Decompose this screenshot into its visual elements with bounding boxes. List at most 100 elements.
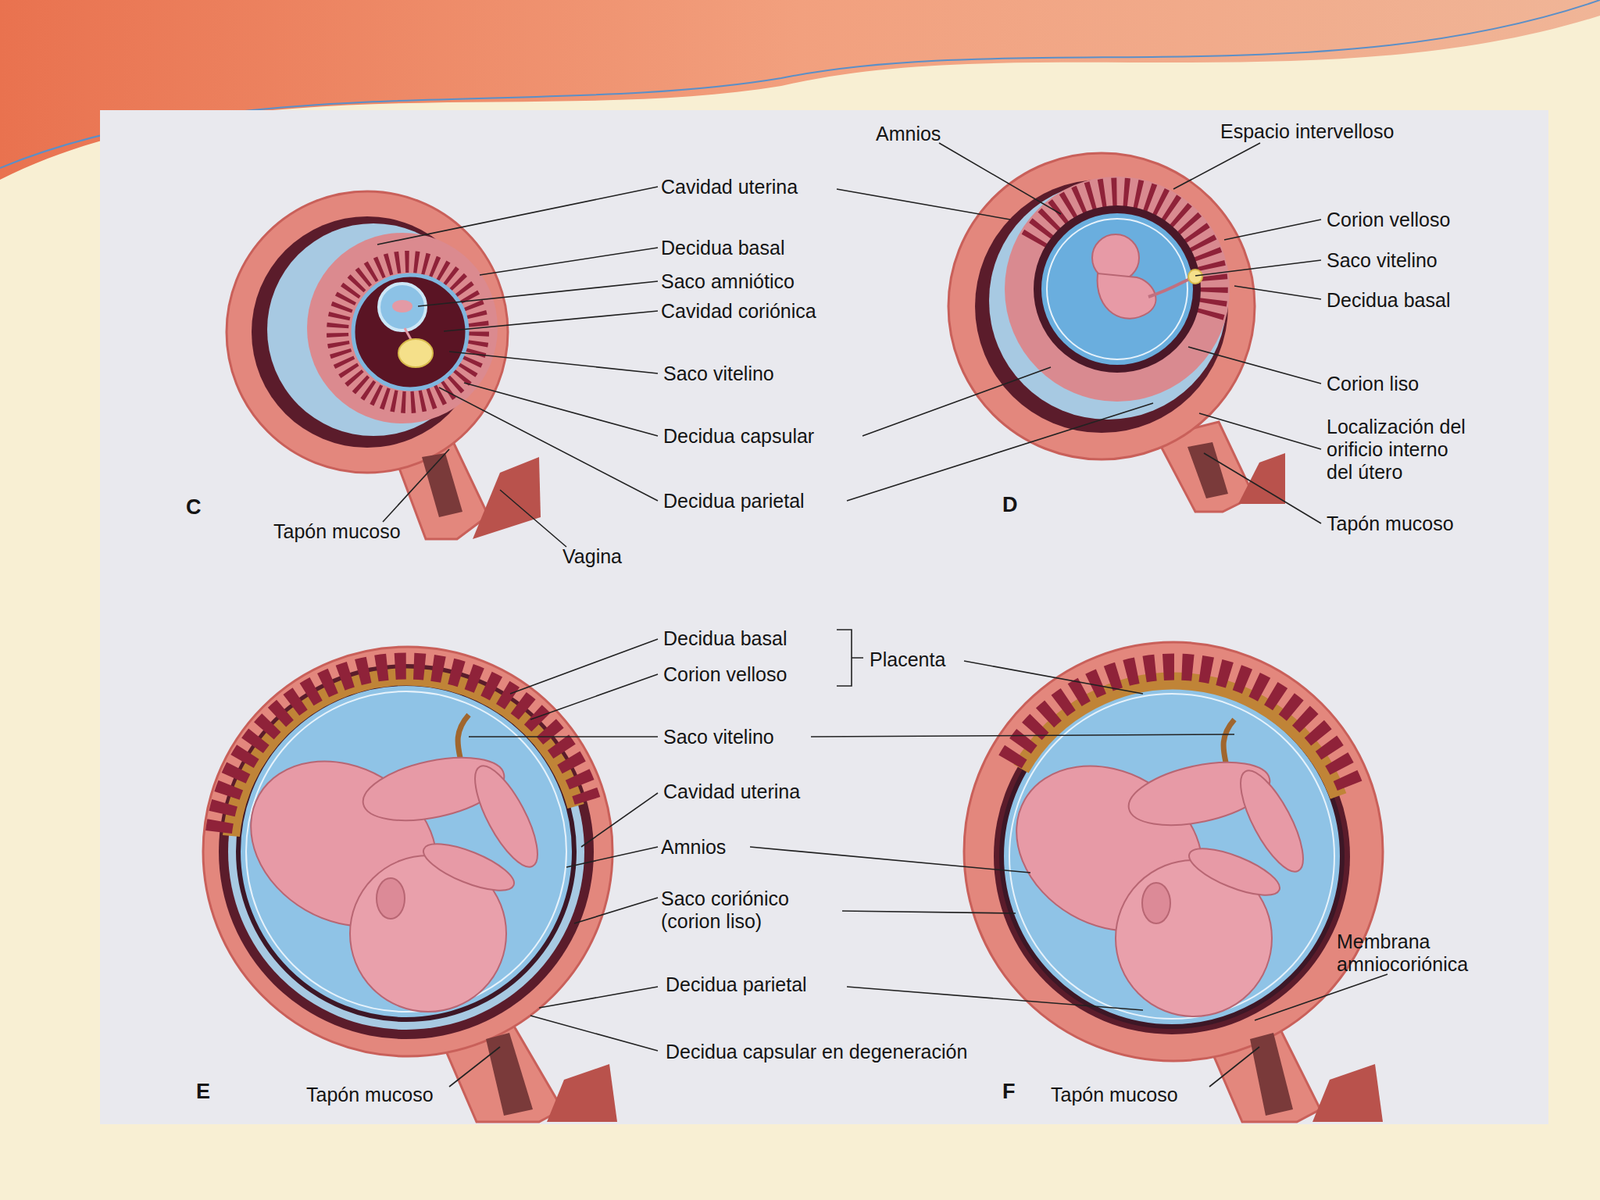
uterus-wall: [203, 646, 613, 1057]
leader-line: [842, 910, 1016, 914]
leader-line: [939, 142, 1061, 215]
leader-line: [530, 674, 658, 720]
leader-line: [539, 986, 658, 1008]
callout-label: Decidua capsular: [663, 425, 815, 448]
fetus: [986, 719, 1315, 1017]
villi: [337, 261, 479, 403]
amniotic-sac: [378, 283, 426, 331]
leader-line: [846, 986, 1143, 1011]
panel-f-drawing: [964, 642, 1383, 1122]
leader-line: [1188, 346, 1322, 384]
leader-line: [1199, 413, 1322, 450]
callout-label: Tapón mucoso: [1326, 512, 1454, 536]
leader-line: [862, 367, 1051, 436]
vagina-shape: [472, 457, 541, 540]
leader-line: [479, 247, 658, 275]
callout-label: Tapón mucoso: [1050, 1083, 1179, 1107]
embryo: [392, 300, 413, 313]
leader-line: [574, 897, 658, 924]
leader-line: [510, 639, 658, 694]
leader-line: [566, 846, 658, 868]
vagina-shape: [546, 1064, 618, 1122]
callout-label: Espacio intervelloso: [1220, 120, 1394, 143]
leader-line: [449, 1046, 500, 1087]
leader-line: [1254, 974, 1388, 1021]
callout-label: Corion velloso: [1326, 208, 1450, 232]
callout-label: Amnios: [660, 835, 726, 859]
figure-background: [100, 110, 1549, 1125]
callout-label: Saco vitelino: [1326, 249, 1438, 272]
decidua-tissue: [307, 232, 498, 424]
callout-label: Vagina: [562, 545, 622, 568]
yolk-sac: [398, 339, 433, 368]
vagina-shape: [1312, 1064, 1383, 1122]
leader-line: [750, 846, 1031, 873]
uterus-wall: [226, 191, 508, 473]
callout-label: Cavidad uterina: [660, 175, 798, 199]
callout-label: Decidua capsular en degeneración: [665, 1040, 968, 1064]
chorionic-sac: [1037, 209, 1197, 369]
mucous-plug: [421, 453, 463, 518]
leader-line: [581, 792, 658, 847]
callout-label: Cavidad uterina: [663, 780, 800, 804]
callout-label: Saco vitelino: [663, 725, 775, 749]
bracket-label: Placenta: [869, 648, 946, 672]
leader-line: [1173, 142, 1261, 190]
callout-label: Saco coriónico (corion liso): [660, 887, 841, 933]
embryo-body: [1097, 273, 1157, 319]
panel-e-drawing: [203, 646, 618, 1122]
leader-line: [468, 735, 658, 738]
yolk-sac: [1188, 269, 1203, 284]
callout-label: Decidua parietal: [663, 489, 805, 513]
fetus: [221, 714, 550, 1012]
leader-line: [530, 1015, 658, 1051]
leader-line: [417, 281, 658, 307]
leader-line: [464, 382, 658, 436]
mucous-plug: [1250, 1032, 1293, 1116]
leader-line: [810, 734, 1235, 737]
decidua-tissue: [1004, 176, 1230, 402]
callout-label: Decidua parietal: [665, 973, 808, 997]
panel-letter: F: [1002, 1080, 1016, 1104]
callout-label: Amnios: [875, 122, 941, 146]
callout-label: Tapón mucoso: [273, 520, 401, 543]
callout-label: Saco amniótico: [660, 270, 795, 293]
leader-line: [1195, 260, 1322, 276]
leader-line: [1234, 285, 1322, 300]
leader-line: [382, 449, 450, 522]
leader-line: [439, 387, 658, 501]
callout-label: Decidua basal: [660, 236, 785, 260]
callout-label: Corion liso: [1326, 372, 1419, 396]
chorionic-cavity: [353, 275, 468, 390]
panel-letter: E: [196, 1080, 211, 1104]
decidua-layer: [218, 664, 594, 1040]
leader-line: [964, 660, 1143, 694]
callout-label: Cavidad coriónica: [660, 300, 817, 323]
callout-label: Tapón mucoso: [306, 1083, 434, 1107]
uterus-wall: [948, 153, 1255, 460]
leader-line: [1209, 1046, 1260, 1087]
mucous-plug: [1187, 442, 1229, 499]
leader-line: [1203, 453, 1322, 524]
leader-lines: [377, 142, 1388, 1087]
panel-letter: D: [1002, 493, 1018, 517]
mucous-plug: [485, 1032, 533, 1116]
callout-label: Decidua basal: [663, 627, 787, 650]
bracket: [836, 629, 864, 686]
leader-line: [846, 403, 1154, 501]
leader-line: [377, 186, 658, 245]
panel-letter: C: [185, 496, 202, 519]
leader-line: [449, 351, 658, 374]
callout-label: Corion velloso: [663, 663, 787, 686]
callout-label: Decidua basal: [1326, 289, 1450, 312]
callout-label: Localización del orificio interno del út…: [1326, 415, 1468, 484]
callout-label: Membrana amniocoriónica: [1336, 930, 1525, 976]
leader-line: [1224, 219, 1322, 240]
leader-line: [836, 189, 1011, 220]
panel-d-drawing: [948, 153, 1286, 512]
leader-line: [443, 310, 658, 332]
leader-line: [500, 489, 567, 547]
callout-label: Saco vitelino: [663, 362, 775, 386]
